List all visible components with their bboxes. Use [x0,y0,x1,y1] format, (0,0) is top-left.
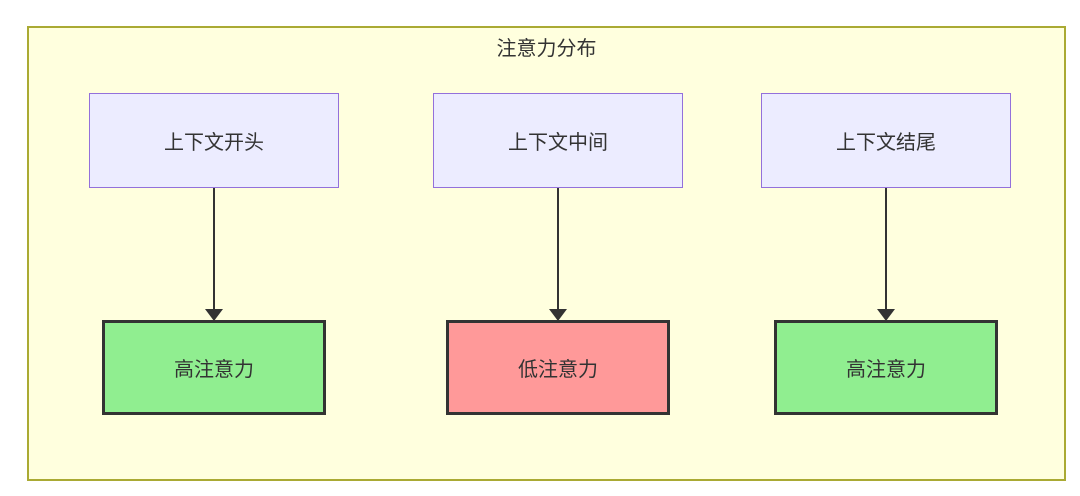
node-low-attention-label: 低注意力 [518,359,598,381]
arrow-down-icon-2 [549,309,567,321]
arrow-down-icon-1 [205,309,223,321]
node-context-middle-label: 上下文中间 [508,132,608,154]
arrow-line-2 [557,188,559,309]
diagram-title: 注意力分布 [496,38,597,60]
attention-distribution-group: 注意力分布 上下文开头 高注意力 上下文中间 低注意力 上下文结尾 高注意力 [27,26,1066,481]
node-high-attention-2: 高注意力 [774,320,998,415]
node-high-attention-1: 高注意力 [102,320,326,415]
arrow-down-icon-3 [877,309,895,321]
node-context-end-label: 上下文结尾 [836,132,936,154]
node-low-attention: 低注意力 [446,320,670,415]
node-high-attention-1-label: 高注意力 [174,359,254,381]
arrow-line-3 [885,188,887,309]
node-context-end: 上下文结尾 [761,93,1011,188]
node-context-middle: 上下文中间 [433,93,683,188]
node-context-start-label: 上下文开头 [164,132,264,154]
arrow-line-1 [213,188,215,309]
node-context-start: 上下文开头 [89,93,339,188]
node-high-attention-2-label: 高注意力 [846,359,926,381]
